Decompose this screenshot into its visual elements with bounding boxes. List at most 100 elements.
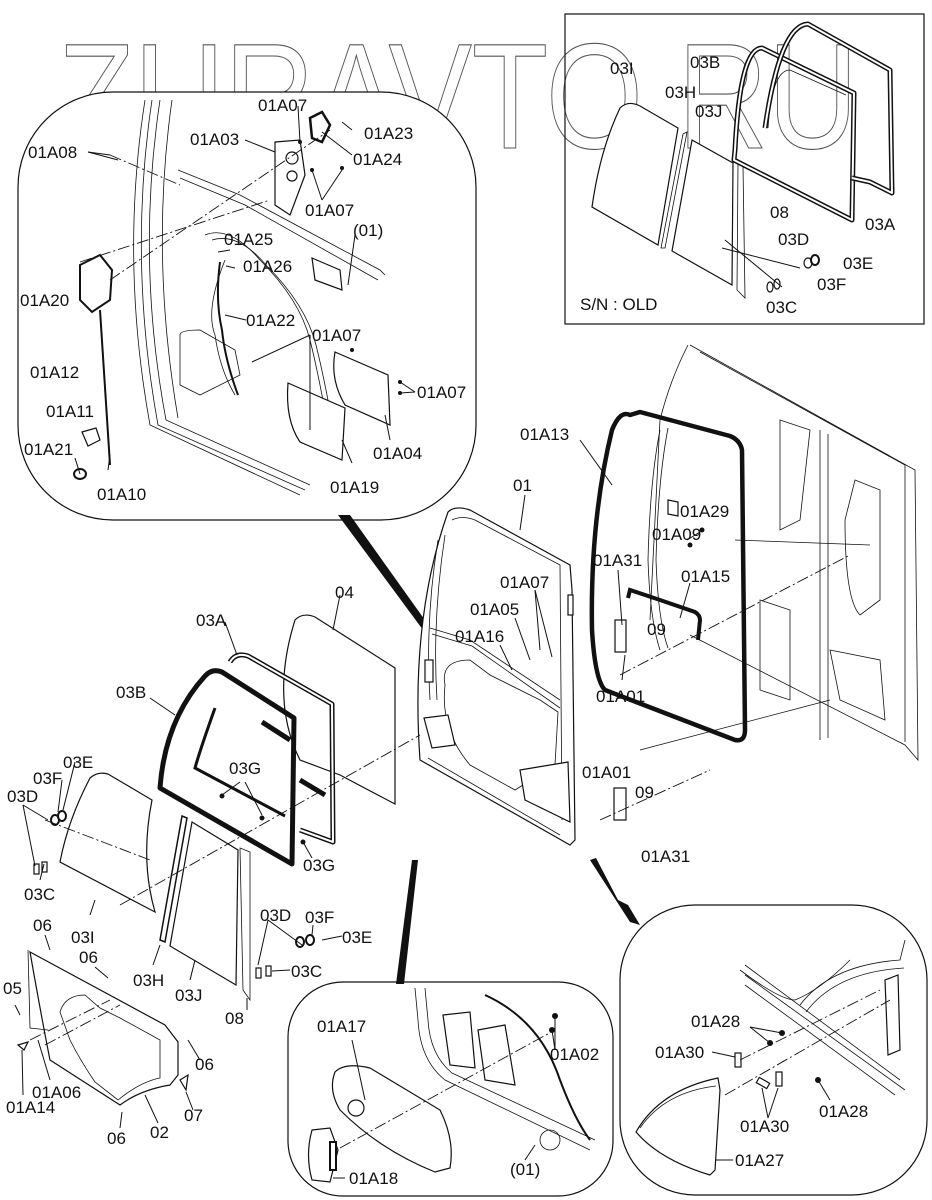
labels-detail-bottom-right: 01A28 01A30 01A30 01A28 01A27 bbox=[655, 1012, 868, 1170]
detail-door-inner bbox=[17, 91, 477, 634]
label: 03F bbox=[817, 275, 846, 294]
label: 01A13 bbox=[520, 425, 569, 444]
label: 06 bbox=[79, 948, 98, 967]
label: 01A15 bbox=[681, 567, 730, 586]
label: 03B bbox=[690, 53, 720, 72]
label: 06 bbox=[107, 1129, 126, 1148]
channel-08 bbox=[239, 847, 251, 1002]
labels-main-door: 01A13 01 01A29 01A09 01A31 01A15 01A07 0… bbox=[455, 425, 730, 866]
label: 03I bbox=[71, 928, 95, 947]
part-07 bbox=[179, 1073, 189, 1092]
label: 06 bbox=[33, 916, 52, 935]
lock-01A20 bbox=[79, 253, 114, 314]
label: 01A23 bbox=[364, 124, 413, 143]
label: 01A06 bbox=[32, 1083, 81, 1102]
label: 03J bbox=[695, 102, 722, 121]
label: 03C bbox=[291, 962, 322, 981]
panel-02 bbox=[29, 950, 179, 1106]
label: 01A19 bbox=[330, 478, 379, 497]
labels-inset-old: 03B 03I 03H 03J 08 03A 03D 03E 03F 03C S… bbox=[580, 53, 896, 317]
label: 01A29 bbox=[680, 502, 729, 521]
inset-frame bbox=[564, 13, 925, 325]
label: (01) bbox=[353, 221, 383, 240]
bracket-01 bbox=[311, 257, 343, 291]
label: 09 bbox=[647, 620, 666, 639]
label: 08 bbox=[770, 203, 789, 222]
label: 03D bbox=[7, 787, 38, 806]
channel-08 bbox=[736, 162, 746, 299]
label: 01A05 bbox=[470, 600, 519, 619]
lower-panel-02 bbox=[14, 934, 201, 1129]
label: 01A09 bbox=[652, 525, 701, 544]
glass-04 bbox=[283, 614, 396, 805]
label: (01) bbox=[510, 1160, 540, 1179]
label: 01A07 bbox=[305, 201, 354, 220]
hinge-01A01-lower bbox=[613, 787, 627, 821]
label: 01 bbox=[513, 476, 532, 495]
rod-01A12 bbox=[99, 309, 111, 466]
label: 06 bbox=[195, 1055, 214, 1074]
handle-01A15 bbox=[626, 587, 703, 641]
label: 01A31 bbox=[593, 551, 642, 570]
label: 03F bbox=[305, 908, 334, 927]
label: 01A28 bbox=[819, 1102, 868, 1121]
detail-door-handle bbox=[287, 860, 614, 1197]
detail-pointer bbox=[338, 515, 432, 634]
detail-floor-cover bbox=[590, 858, 928, 1196]
label: 03D bbox=[778, 230, 809, 249]
label: 02 bbox=[150, 1123, 169, 1142]
label: 01A30 bbox=[740, 1117, 789, 1136]
label: 01A11 bbox=[46, 402, 94, 421]
label: 01A30 bbox=[655, 1043, 704, 1062]
label: 03A bbox=[196, 611, 227, 630]
panel-01A04 bbox=[333, 351, 391, 426]
label: 01A04 bbox=[373, 444, 422, 463]
label: 03D bbox=[260, 906, 291, 925]
labels-glass: 04 03A 03B 03G 03G 03E 03F 03D 03C 03I 0… bbox=[7, 583, 372, 1028]
label: 03E bbox=[342, 928, 372, 947]
handle-cover-01A17 bbox=[331, 1065, 452, 1173]
label: 05 bbox=[3, 979, 22, 998]
label: 07 bbox=[184, 1106, 203, 1125]
part-01A29 bbox=[667, 499, 679, 517]
strip-03H bbox=[660, 131, 688, 249]
label: 01A01 bbox=[582, 763, 631, 782]
glass-assembly bbox=[22, 594, 421, 1010]
label: 03J bbox=[175, 986, 202, 1005]
panel-01A19 bbox=[286, 382, 346, 461]
inset-note: S/N : OLD bbox=[580, 295, 657, 314]
glass-03I bbox=[591, 102, 679, 246]
main-door bbox=[417, 494, 711, 846]
hinge-01A01-upper bbox=[614, 619, 627, 653]
label: 01A02 bbox=[550, 1045, 599, 1064]
label: 03G bbox=[303, 856, 335, 875]
detail-bubble-frame-2 bbox=[287, 981, 614, 1197]
label: 01A20 bbox=[20, 291, 69, 310]
label: 03I bbox=[610, 59, 634, 78]
label: 01A25 bbox=[224, 230, 273, 249]
labels-detail-bottom-center: 01A17 01A02 01A18 (01) bbox=[317, 1017, 599, 1188]
label: 01A26 bbox=[243, 257, 292, 276]
part-01A11 bbox=[81, 427, 101, 447]
seal-01A13 bbox=[579, 409, 748, 743]
cab-frame bbox=[619, 344, 919, 762]
label: 01A08 bbox=[28, 143, 77, 162]
glass-03J bbox=[671, 139, 734, 287]
label: 03E bbox=[63, 753, 93, 772]
labels-lower-panel: 06 06 05 01A06 01A14 06 07 06 02 bbox=[3, 916, 214, 1148]
label: 01A17 bbox=[317, 1017, 366, 1036]
label: 01A14 bbox=[6, 1098, 55, 1117]
label: 01A12 bbox=[30, 363, 79, 382]
label: 01A01 bbox=[596, 687, 645, 706]
clip-01A14 bbox=[16, 1041, 30, 1051]
label: 04 bbox=[335, 583, 354, 602]
detail-pointer-3 bbox=[590, 858, 640, 925]
label: 01A07 bbox=[500, 573, 549, 592]
label: 03C bbox=[24, 885, 55, 904]
label: 03H bbox=[665, 83, 696, 102]
label: 03B bbox=[116, 683, 146, 702]
label: 01A10 bbox=[97, 485, 146, 504]
labels-detail-top-left: 01A07 01A03 01A23 01A24 01A08 01A07 (01)… bbox=[20, 96, 466, 504]
label: 01A21 bbox=[24, 440, 73, 459]
